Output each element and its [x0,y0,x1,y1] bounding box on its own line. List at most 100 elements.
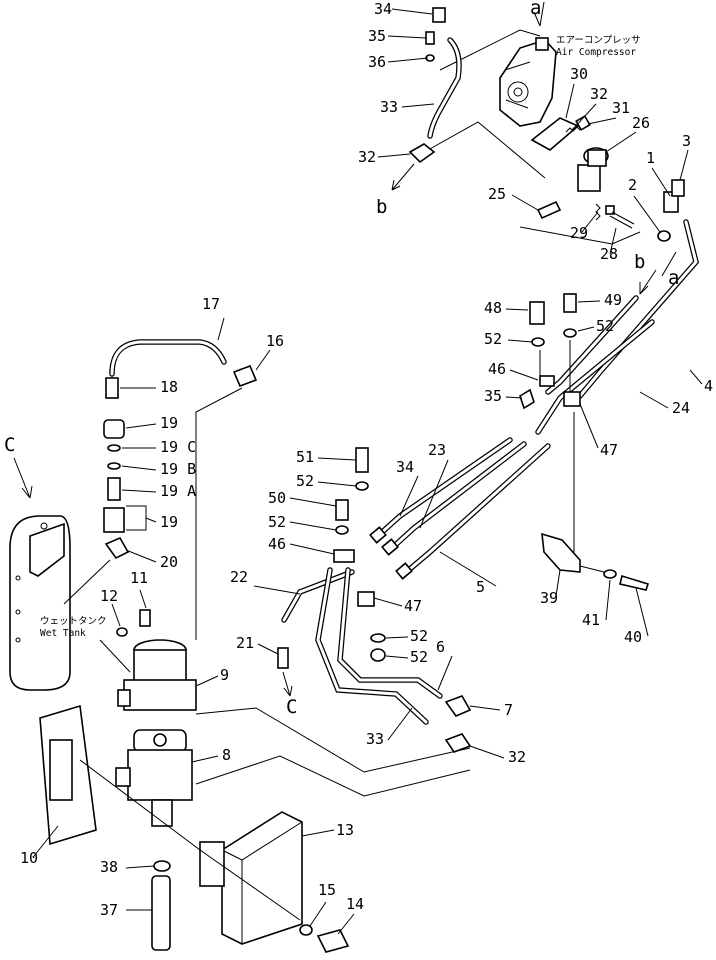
cover-13 [199,811,303,945]
label-11: 11 [130,569,148,587]
label-40: 36 [368,53,386,71]
pipe-4 [577,219,700,399]
fitting-1 [663,191,679,213]
elbow-3 [671,179,685,197]
label-19: 19 [160,414,178,432]
label-28: 29 [570,224,588,242]
label-19-lower: 19 [160,513,178,531]
pipe-41 [151,875,171,951]
bolt-51 [355,447,369,473]
dryer-9 [117,639,197,711]
label-22: 22 [230,568,248,586]
pipe-24 [535,319,655,435]
label-25: 25 [488,185,506,203]
bolt-50 [335,499,349,521]
fitting-35 [519,388,535,410]
label-52-e: 52 [410,627,428,645]
label-36: 32 [358,148,376,166]
arrow-a-top [533,1,545,27]
washer-52-a [531,337,545,347]
ring-30 [575,115,591,131]
label-46-bottom: 46 [268,535,286,553]
label-leaders [33,8,703,935]
fitting-18 [105,377,119,399]
bracket-43 [541,532,581,573]
label-48: 48 [484,299,502,317]
nut-53 [370,648,386,662]
label-44: 40 [624,628,642,646]
washer-2 [657,230,671,242]
junction-47-bottom [357,591,375,607]
label-4: 4 [704,377,713,395]
pipe-17 [109,339,227,377]
label-38: 34 [374,0,392,18]
label-47-top: 47 [600,441,618,459]
air-compressor-jp-label: エアーコンプレッサ [556,35,641,46]
label-18: 18 [160,378,178,396]
fitting-19 [103,419,125,439]
label-c-bottom: C [286,696,297,718]
ring-19c [107,444,121,452]
pipe-37 [427,37,462,139]
pipe-16-line [195,387,243,640]
label-42: 38 [100,858,118,876]
label-24: 24 [672,399,690,417]
label-52-b: 52 [596,317,614,335]
label-52-d: 52 [268,513,286,531]
hose-end-5 [395,562,413,580]
label-17: 17 [202,295,220,313]
fitting-39 [425,31,435,45]
arrow-a-right [661,251,677,277]
bracket-29 [530,117,580,151]
label-19c: 19 C [160,438,196,456]
label-21: 21 [236,634,254,652]
label-13: 13 [336,821,354,839]
elbow-16 [232,364,258,388]
label-12: 12 [100,587,118,605]
label-45: 41 [582,611,600,629]
leader-b-governor [427,121,546,179]
arrow-c-bottom [282,671,293,697]
washer-52-c [355,481,369,491]
label-43: 39 [540,589,558,607]
label-41: 37 [100,901,118,919]
leader-dryer-to-32 [195,707,471,773]
label-7: 7 [504,701,513,719]
label-19b: 19 B [160,460,196,478]
air-compressor-en-label: Air Compressor [556,47,636,58]
label-16: 16 [266,332,284,350]
pipe-6 [337,567,443,699]
label-1: 1 [646,149,655,167]
label-52-a: 52 [484,330,502,348]
label-26: 26 [632,114,650,132]
arrow-c-left [13,457,33,499]
junction-47-top [563,391,581,407]
washer-52-b [563,328,577,338]
label-2: 2 [628,176,637,194]
air-compressor [499,37,557,127]
ring-19b [107,462,121,470]
label-3: 3 [682,132,691,150]
spring-19a [107,477,121,501]
elbow-7 [444,695,472,717]
bolt-11 [139,609,151,627]
pipe-b-line [545,295,639,395]
leader-9-tank [99,639,131,673]
label-34: 34 [396,458,414,476]
bolt-49 [563,293,577,313]
label-23: 23 [428,441,446,459]
ring-42 [153,860,171,872]
hose-23 [389,441,527,551]
washer-45 [603,569,617,579]
clamp-46-top [539,375,555,387]
label-6: 6 [436,638,445,656]
spring-31 [565,126,581,133]
spring-28 [595,203,601,221]
label-14: 14 [346,895,364,913]
leader-regulator [195,755,471,797]
fitting-21 [277,647,289,669]
elbow-20 [104,536,130,560]
label-39: 35 [368,27,386,45]
label-47-bottom: 47 [404,597,422,615]
part-labels: 34 35 36 33 32 b a 30 32 31 26 3 1 2 25 … [4,0,713,919]
